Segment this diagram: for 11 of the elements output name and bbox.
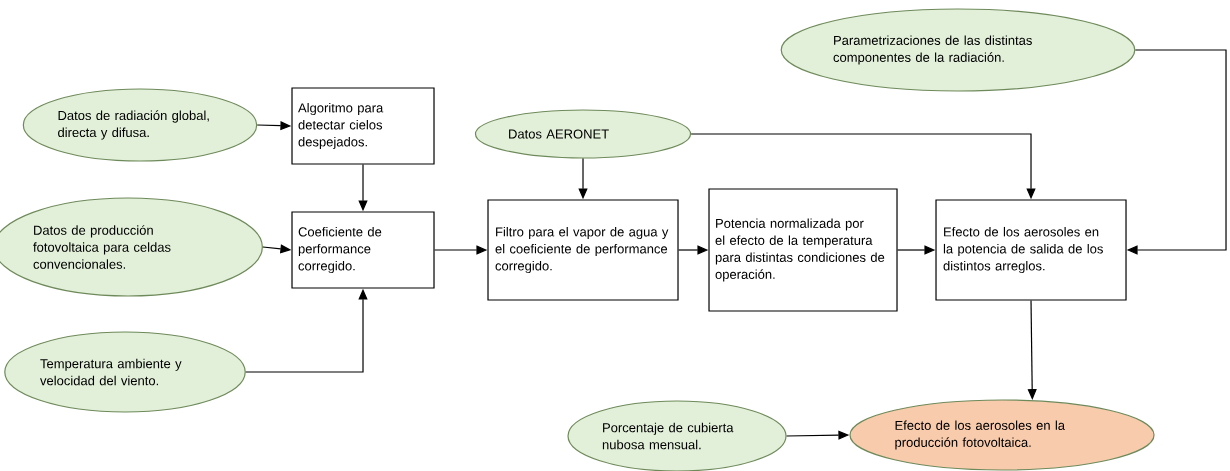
- process-box: Efecto de los aerosoles en la potencia de salida de los distintos arreglos.: [935, 199, 1127, 301]
- process-box: Filtro para el vapor de agua y el coeficiente de performance corregido.: [487, 199, 679, 301]
- process-box: Potencia normalizada por el efecto de la temperatura para distintas condiciones de operación.: [708, 188, 898, 312]
- process-box: Coeficiente de performance corregido.: [291, 211, 435, 289]
- ellipse-node: Efecto de los aerosoles en la producción fotovoltaica.: [849, 399, 1155, 471]
- process-box: Algoritmo para detectar cielos despejados.: [291, 87, 435, 165]
- ellipse-node: Parametrizaciones de las distintas componentes de la radiación.: [780, 8, 1136, 92]
- ellipse-node: Datos AERONET: [474, 109, 692, 159]
- ellipse-node: Porcentaje de cubierta nubosa mensual.: [567, 400, 787, 471]
- ellipse-node: Datos de radiación global, directa y difusa.: [22, 88, 258, 162]
- ellipse-node: Temperatura ambiente y velocidad del viento.: [4, 331, 246, 413]
